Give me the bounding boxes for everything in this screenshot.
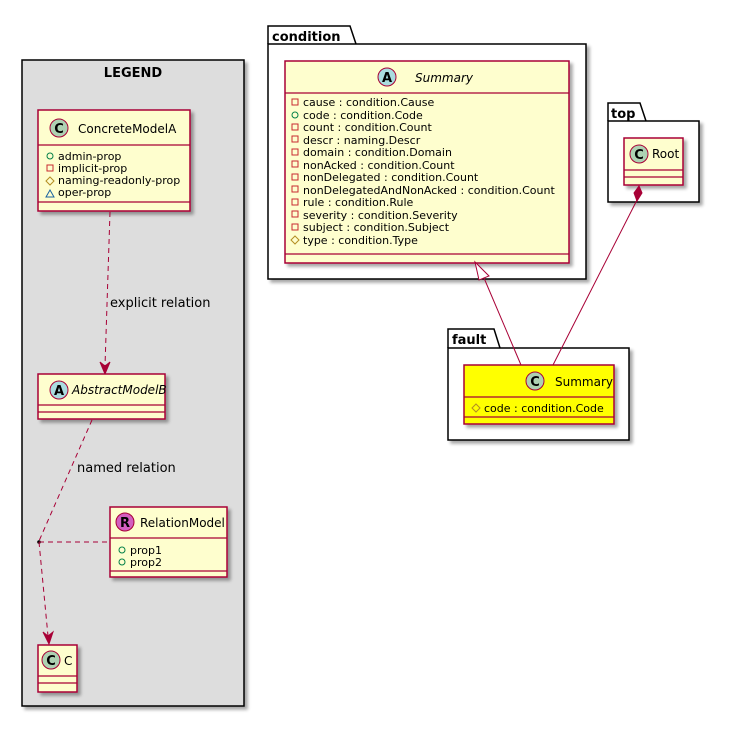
inheritance-triangle-icon: [474, 260, 490, 281]
vis-private-icon: [291, 210, 299, 218]
vis-private-icon: [291, 98, 299, 106]
vis-private-icon: [291, 160, 299, 168]
class-name: AbstractModelB: [71, 383, 167, 397]
vis-public-icon: [118, 546, 126, 554]
prop-cause: cause : condition.Cause: [303, 96, 434, 109]
vis-public-icon: [46, 152, 54, 160]
fault-summary-class[interactable]: C Summary code : condition.Code: [463, 364, 615, 425]
vis-private-icon: [291, 185, 299, 193]
package-name: condition: [272, 30, 341, 45]
vis-private-icon: [291, 148, 299, 156]
package-name: top: [611, 107, 635, 122]
explicit-relation-label: explicit relation: [110, 296, 210, 311]
stereotype-letter: C: [54, 122, 64, 137]
concrete-model-a-class[interactable]: C ConcreteModelA admin-prop implicit-pro…: [37, 109, 191, 212]
named-relation-label: named relation: [77, 461, 176, 476]
prop-nondelegated: nonDelegated : condition.Count: [303, 171, 479, 184]
vis-private-icon: [291, 123, 299, 131]
explicit-relation-edge: explicit relation: [99, 211, 210, 376]
class-stereotype-icon: [49, 118, 69, 138]
vis-package-icon: [45, 188, 55, 198]
prop-severity: severity : condition.Severity: [303, 209, 458, 222]
class-name: Root: [652, 147, 679, 161]
root-class[interactable]: C Root: [623, 137, 684, 186]
prop-code: code : condition.Code: [303, 109, 423, 122]
legend-title: LEGEND: [104, 66, 163, 81]
prop-naming-readonly-prop: naming-readonly-prop: [58, 174, 180, 187]
class-name: C: [64, 654, 72, 668]
stereotype-letter: A: [382, 71, 392, 86]
vis-protected-icon: [45, 176, 55, 186]
vis-protected-icon: [471, 403, 481, 413]
prop-descr: descr : naming.Descr: [303, 134, 421, 147]
prop-code: code : condition.Code: [484, 402, 604, 415]
vis-protected-icon: [290, 235, 300, 245]
abstract-stereotype-icon: [377, 67, 397, 87]
prop-nonacked: nonAcked : condition.Count: [303, 159, 455, 172]
prop-implicit-prop: implicit-prop: [58, 162, 127, 175]
class-name: Summary: [555, 375, 613, 389]
composition-diamond-icon: [633, 184, 643, 203]
vis-public-icon: [291, 111, 299, 119]
class-stereotype-icon: [525, 371, 545, 391]
relation-stereotype-icon: [115, 512, 135, 532]
package-name: fault: [452, 333, 486, 348]
class-stereotype-icon: [629, 144, 649, 164]
prop-admin-prop: admin-prop: [58, 150, 121, 163]
class-name: Summary: [415, 71, 474, 85]
class-name: RelationModel: [140, 516, 225, 530]
prop-prop1: prop1: [130, 544, 162, 557]
stereotype-letter: A: [54, 384, 64, 399]
class-name: ConcreteModelA: [78, 122, 177, 136]
prop-nondelegatedandnonacked: nonDelegatedAndNonAcked : condition.Coun…: [303, 184, 555, 197]
prop-domain: domain : condition.Domain: [303, 146, 452, 159]
relation-model-class[interactable]: R RelationModel prop1 prop2: [109, 506, 228, 578]
prop-prop2: prop2: [130, 556, 162, 569]
vis-private-icon: [291, 173, 299, 181]
vis-private-icon: [46, 164, 54, 172]
stereotype-letter: C: [46, 654, 56, 669]
abstract-stereotype-icon: [49, 380, 69, 400]
prop-oper-prop: oper-prop: [58, 186, 111, 199]
class-stereotype-icon: [41, 650, 61, 670]
vis-private-icon: [291, 198, 299, 206]
named-relation-edge: named relation: [37, 419, 176, 646]
prop-subject: subject : condition.Subject: [303, 221, 450, 234]
vis-public-icon: [118, 558, 126, 566]
stereotype-letter: C: [530, 375, 540, 390]
composition-edge: [552, 184, 643, 366]
stereotype-letter: C: [634, 148, 644, 163]
inheritance-edge: [474, 260, 522, 366]
prop-count: count : condition.Count: [303, 121, 432, 134]
vis-private-icon: [291, 135, 299, 143]
abstract-model-b-class[interactable]: A AbstractModelB: [37, 373, 167, 420]
stereotype-letter: R: [120, 516, 130, 531]
c-class[interactable]: C C: [37, 644, 78, 693]
vis-private-icon: [291, 223, 299, 231]
prop-rule: rule : condition.Rule: [303, 196, 414, 209]
prop-type: type : condition.Type: [303, 234, 418, 247]
condition-summary-class[interactable]: A Summary cause : condition.Cause code :…: [284, 60, 570, 264]
